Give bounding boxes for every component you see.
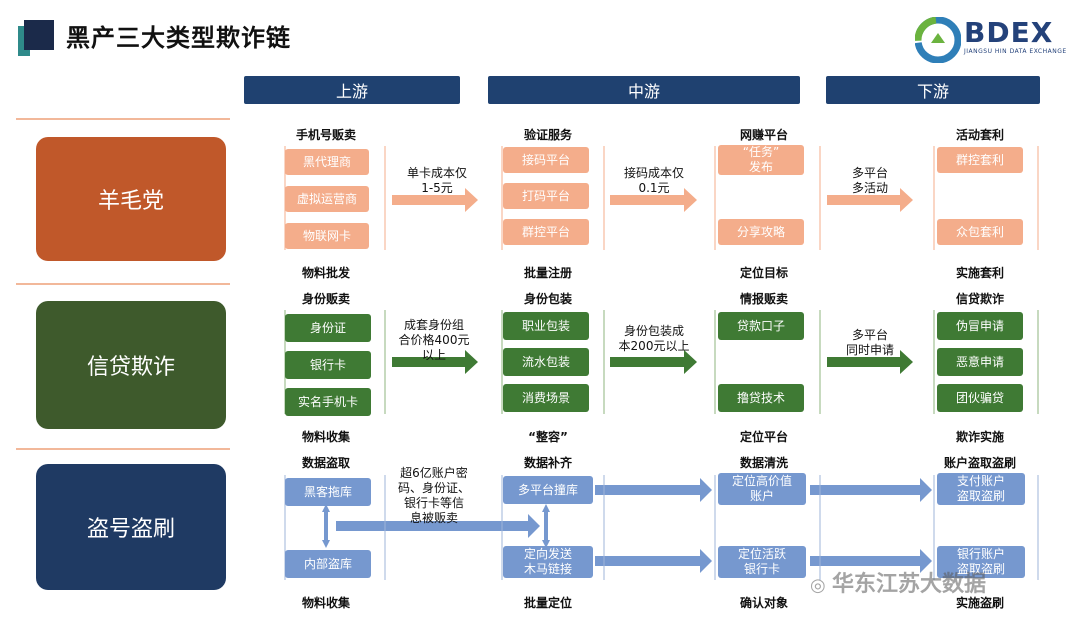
r3-col4-item: 支付账户 盗取盗刷 xyxy=(937,473,1025,505)
title-accent-square xyxy=(24,20,54,50)
arrow-r2-2 xyxy=(610,350,697,374)
arrow-r3-a xyxy=(595,478,712,502)
r2-top-header-2: 身份包装 xyxy=(523,292,572,306)
category-box-account-theft: 盗号盗刷 xyxy=(36,464,226,590)
r1-col1-item: 物联网卡 xyxy=(285,223,369,249)
r3-col2-item: 多平台撞库 xyxy=(503,476,593,504)
arrow-r2-3 xyxy=(827,350,913,374)
arrow-r3-vert-left xyxy=(322,504,330,548)
page-title: 黑产三大类型欺诈链 xyxy=(66,24,291,52)
r3-col1-item: 黑客拖库 xyxy=(285,478,371,506)
r2-col1-item: 银行卡 xyxy=(285,351,371,379)
r2-bottom-header-4: 欺诈实施 xyxy=(955,430,1004,444)
r1-col3-item: 分享攻略 xyxy=(718,219,804,245)
r3-col2-item: 定向发送 木马链接 xyxy=(503,546,593,578)
r3-bottom-header-2: 批量定位 xyxy=(523,596,572,610)
r2-top-header-1: 身份贩卖 xyxy=(301,292,350,306)
r1-col2-item: 群控平台 xyxy=(503,219,589,245)
r1-bottom-header-1: 物料批发 xyxy=(301,266,350,280)
r2-arrow-note-1: 成套身份组 合价格400元 以上 xyxy=(398,318,470,362)
r1-col3-item: “任务” 发布 xyxy=(718,145,804,175)
r1-col1-item: 黑代理商 xyxy=(285,149,369,175)
r1-arrow-note-1: 单卡成本仅 1-5元 xyxy=(406,166,467,195)
wechat-icon: ◎ xyxy=(810,575,832,596)
arrow-r3-b xyxy=(595,549,712,573)
brand-tagline: JIANGSU HIN DATA EXCHANGE xyxy=(964,48,1067,55)
r1-col4-item: 群控套利 xyxy=(937,147,1023,173)
r1-bottom-header-3: 定位目标 xyxy=(739,266,788,280)
r1-top-header-1: 手机号贩卖 xyxy=(295,128,356,142)
brand-name: BDEX xyxy=(964,16,1054,49)
r1-arrow-note-3: 多平台 多活动 xyxy=(851,166,888,195)
row-separator xyxy=(16,118,230,120)
row-separator xyxy=(16,448,230,450)
r1-arrow-note-2: 接码成本仅 0.1元 xyxy=(623,166,684,195)
arrow-r1-3 xyxy=(827,188,913,212)
r2-col1-item: 实名手机卡 xyxy=(285,388,371,416)
r2-arrow-note-2: 身份包装成 本200元以上 xyxy=(618,324,690,353)
r2-arrow-note-3: 多平台 同时申请 xyxy=(845,328,894,357)
r3-col4-item: 银行账户 盗取盗刷 xyxy=(937,546,1025,578)
r2-col2-item: 流水包装 xyxy=(503,348,589,376)
r3-bottom-header-4: 实施盗刷 xyxy=(955,596,1004,610)
r2-col2-item: 职业包装 xyxy=(503,312,589,340)
r3-top-header-1: 数据盗取 xyxy=(301,456,350,470)
r2-col4-item: 团伙骗贷 xyxy=(937,384,1023,412)
r3-col1-item: 内部盗库 xyxy=(285,550,371,578)
row-separator xyxy=(16,283,230,285)
r1-top-header-3: 网赚平台 xyxy=(739,128,788,142)
arrow-r3-d xyxy=(810,549,932,573)
stage-midstream: 中游 xyxy=(488,76,800,104)
arrow-r3-main xyxy=(336,514,540,538)
r1-col4-item: 众包套利 xyxy=(937,219,1023,245)
r2-col1-item: 身份证 xyxy=(285,314,371,342)
bdex-logo-icon xyxy=(915,17,961,63)
r3-top-header-2: 数据补齐 xyxy=(523,456,572,470)
r2-col4-item: 伪冒申请 xyxy=(937,312,1023,340)
r3-top-header-4: 账户盗取盗刷 xyxy=(943,456,1016,470)
watermark: ◎ 华东江苏大数据 xyxy=(810,566,986,598)
r2-col4-item: 恶意申请 xyxy=(937,348,1023,376)
category-box-wool-party: 羊毛党 xyxy=(36,137,226,261)
arrow-r1-2 xyxy=(610,188,697,212)
r1-top-header-2: 验证服务 xyxy=(523,128,572,142)
r2-col2-item: 消费场景 xyxy=(503,384,589,412)
r1-bottom-header-2: 批量注册 xyxy=(523,266,572,280)
arrow-r3-vert-mid xyxy=(542,504,550,548)
r2-top-header-4: 信贷欺诈 xyxy=(955,292,1004,306)
r2-top-header-3: 情报贩卖 xyxy=(739,292,788,306)
r2-bottom-header-1: 物料收集 xyxy=(301,430,350,444)
r2-bottom-header-3: 定位平台 xyxy=(739,430,788,444)
stage-upstream: 上游 xyxy=(244,76,460,104)
watermark-text: 华东江苏大数据 xyxy=(831,572,986,597)
arrow-r3-c xyxy=(810,478,932,502)
r3-bottom-header-1: 物料收集 xyxy=(301,596,350,610)
r3-arrow-note-1: 超6亿账户密 码、身份证、 银行卡等信 息被贩卖 xyxy=(397,466,470,525)
r2-col3-item: 贷款口子 xyxy=(718,312,804,340)
r2-col3-item: 撸贷技术 xyxy=(718,384,804,412)
r3-col3-item: 定位高价值 账户 xyxy=(718,473,806,505)
r3-top-header-3: 数据清洗 xyxy=(739,456,788,470)
r2-bottom-header-2: “整容” xyxy=(528,430,568,444)
category-box-credit-fraud: 信贷欺诈 xyxy=(36,301,226,429)
r3-bottom-header-3: 确认对象 xyxy=(739,596,788,610)
arrow-r2-1 xyxy=(392,350,478,374)
r1-col2-item: 接码平台 xyxy=(503,147,589,173)
r3-col3-item: 定位活跃 银行卡 xyxy=(718,546,806,578)
r1-col2-item: 打码平台 xyxy=(503,183,589,209)
r1-top-header-4: 活动套利 xyxy=(955,128,1004,142)
r1-bottom-header-4: 实施套利 xyxy=(955,266,1004,280)
arrow-r1-1 xyxy=(392,188,478,212)
stage-downstream: 下游 xyxy=(826,76,1040,104)
r1-col1-item: 虚拟运营商 xyxy=(285,186,369,212)
